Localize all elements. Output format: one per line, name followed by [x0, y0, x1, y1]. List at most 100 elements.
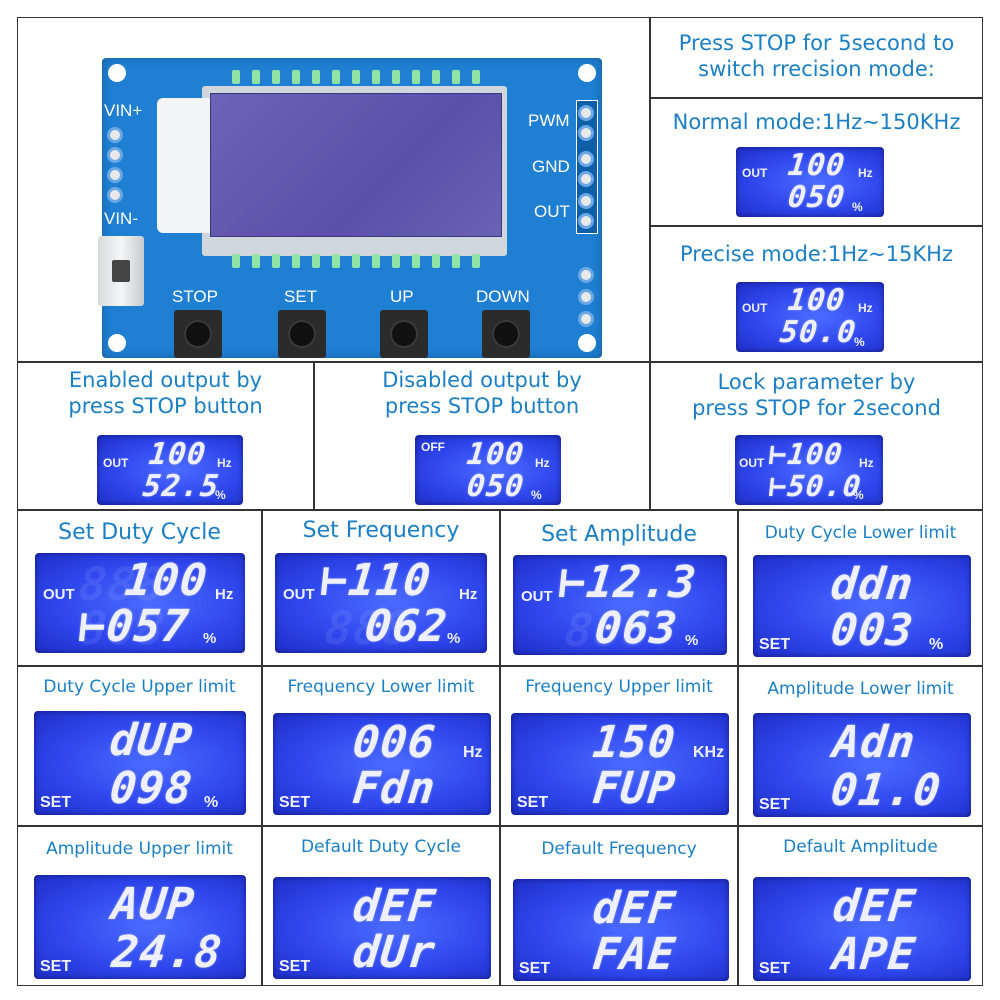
caption: Disabled output by press STOP button [382, 368, 582, 419]
amplitude-upper-limit-cell: Amplitude Upper limit SET AUP 24.8 [17, 826, 262, 986]
lcd-bottom-value: 01.0 [828, 765, 944, 816]
frequency-upper-limit-cell: Frequency Upper limit SET 150 KHz FUP [500, 666, 738, 826]
lcd-top-value: dEF [350, 881, 439, 932]
precise-mode-caption: Precise mode:1Hz~15KHz [679, 242, 953, 266]
duty-cycle-upper-limit-cell: Duty Cycle Upper limit SET dUP 098 % [17, 666, 262, 826]
header-pin [581, 174, 591, 184]
set-button[interactable] [278, 310, 326, 358]
frequency-lower-limit-cell: Frequency Lower limit SET 006 Hz Fdn [262, 666, 500, 826]
lcd-display: SET AUP 24.8 [34, 875, 246, 979]
enabled-output-cell: Enabled output by press STOP button OUT … [17, 362, 314, 510]
lcd-ribbon [157, 98, 212, 233]
lcd-bottom-value: 050 [465, 469, 527, 504]
lcd-top-value: 100 [786, 148, 848, 183]
lcd-percent: % [531, 488, 542, 502]
caption: Duty Cycle Lower limit [764, 523, 957, 543]
lcd-top-value: 100 [786, 283, 848, 318]
lcd-bottom-value: ⊢057 [76, 601, 192, 652]
lcd-display: SET dUP 098 % [34, 711, 246, 815]
header-pin [110, 190, 120, 200]
lcd-display: OUT 100 Hz 52.5 % [97, 435, 243, 505]
lcd-bottom-value: APE [830, 929, 919, 980]
caption: Set Frequency [302, 518, 460, 543]
caption: Default Frequency [541, 839, 697, 859]
header-pin [581, 196, 591, 206]
lcd-percent: % [204, 794, 219, 811]
header-pin [110, 150, 120, 160]
down-button[interactable] [482, 310, 530, 358]
caption: Enabled output by press STOP button [68, 368, 263, 419]
lcd-bottom-value: FUP [590, 763, 679, 814]
set-label: SET [284, 287, 318, 306]
lcd-unit: Hz [215, 586, 234, 603]
lcd-out-label: OUT [742, 166, 768, 180]
up-label: UP [390, 287, 414, 306]
lock-parameter-cell: Lock parameter by press STOP for 2second… [650, 362, 983, 510]
caption: Default Duty Cycle [301, 837, 461, 857]
out-label: OUT [534, 202, 570, 221]
mode-title: Press STOP for 5second to switch rrecisi… [678, 31, 955, 82]
lcd-percent: % [685, 632, 699, 649]
lcd-display: SET dEF APE [753, 877, 971, 981]
lcd-display: 888 OUT ⊢110 Hz 062 % [275, 553, 487, 653]
lcd-label: SET [759, 636, 791, 653]
lcd-display: SET dEF dUr [273, 877, 491, 979]
board-cell: VIN+ VIN- PWM GND OUT STOP SET UP DOWN [17, 17, 650, 362]
lcd-display: 888 OUT ⊢12.3 063 % [513, 555, 727, 655]
lcd-percent: % [853, 488, 864, 502]
lcd-display: 888 888 OUT 100 Hz ⊢057 % [35, 553, 245, 653]
normal-mode-lcd: OUT 100 Hz 050 % [736, 147, 884, 217]
lcd-unit: KHz [693, 744, 725, 761]
lcd-out-label: OUT [103, 456, 129, 470]
lcd-top-value: 150 [590, 717, 679, 768]
up-button[interactable] [380, 310, 428, 358]
default-duty-cycle-cell: Default Duty Cycle SET dEF dUr [262, 826, 500, 986]
lcd-display: OFF 100 Hz 050 % [415, 435, 561, 505]
right-header [576, 100, 598, 234]
lcd-percent: % [852, 200, 863, 214]
lcd-top-value: dEF [830, 881, 919, 932]
pwm-label: PWM [528, 111, 570, 130]
normal-mode-caption: Normal mode:1Hz~150KHz [672, 110, 961, 134]
caption: Set Duty Cycle [58, 520, 221, 545]
stop-label: STOP [172, 287, 218, 306]
mount-hole [578, 64, 596, 82]
lcd-label: SET [279, 958, 311, 975]
lcd-percent: % [929, 636, 944, 653]
mount-hole [108, 64, 126, 82]
lcd-label: SET [759, 796, 791, 813]
lcd-unit: Hz [858, 301, 873, 315]
header-pin [110, 130, 120, 140]
header-pin [581, 270, 591, 280]
header-pin [581, 128, 591, 138]
mode-title-cell: Press STOP for 5second to switch rrecisi… [650, 17, 983, 98]
precise-mode-lcd: OUT 100 Hz 50.0 % [736, 282, 884, 352]
lcd-unit: Hz [535, 456, 550, 470]
lcd-unit: Hz [463, 744, 483, 761]
set-frequency-cell: Set Frequency 888 OUT ⊢110 Hz 062 % [262, 510, 500, 666]
lcd-top-value: Adn [830, 717, 919, 768]
lcd-percent: % [854, 335, 865, 349]
duty-cycle-lower-limit-cell: Duty Cycle Lower limit SET ddn 003 % [738, 510, 983, 666]
lcd-top-value: dUP [107, 715, 196, 766]
lcd-label: SET [517, 794, 549, 811]
lcd-unit: Hz [859, 456, 874, 470]
lcd-bottom-value: 24.8 [109, 927, 225, 978]
lcd-percent: % [203, 630, 217, 647]
lcd-top-value: 100 [147, 437, 209, 472]
caption: Duty Cycle Upper limit [43, 677, 236, 697]
stop-button[interactable] [174, 310, 222, 358]
default-frequency-cell: Default Frequency SET dEF FAE [500, 826, 738, 986]
lcd-bottom-value: 050 [786, 180, 848, 215]
lcd-out-label: OUT [739, 456, 765, 470]
lcd-label: OUT [43, 586, 75, 603]
lcd-label: SET [759, 960, 791, 977]
precise-mode-cell: Precise mode:1Hz~15KHz OUT 100 Hz 50.0 % [650, 226, 983, 362]
lcd-label: SET [519, 960, 551, 977]
usb-connector [98, 236, 144, 306]
caption: Lock parameter by press STOP for 2second [692, 370, 941, 421]
lcd-top-value: ⊢110 [318, 555, 434, 606]
lcd-top-value: 100 [465, 437, 527, 472]
lcd-display: SET 150 KHz FUP [511, 713, 729, 815]
lcd-glass [210, 93, 502, 237]
